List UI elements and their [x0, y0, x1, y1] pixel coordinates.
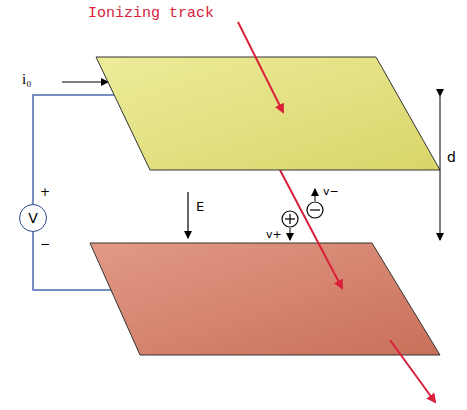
- top-plate: [96, 57, 440, 170]
- positive-ion: [282, 211, 298, 227]
- electron: [307, 202, 323, 218]
- bottom-plate: [90, 243, 440, 355]
- positive-ion-sign: [289, 214, 290, 224]
- wire-top: [33, 95, 118, 204]
- terminal-plus: +: [40, 186, 50, 198]
- voltage-source: V: [19, 204, 47, 232]
- current-label: i₀: [22, 72, 31, 87]
- terminal-minus: −: [40, 238, 50, 250]
- field-arrow: [187, 192, 188, 238]
- ion-velocity-label: v+: [266, 229, 282, 240]
- gap-label: d: [447, 150, 456, 164]
- track-top: [238, 22, 283, 112]
- current-arrow: [62, 81, 108, 82]
- electron-sign: [310, 209, 320, 210]
- track-label: Ionizing track: [88, 6, 214, 21]
- ion-velocity: [290, 228, 291, 240]
- gap-dimension: [440, 96, 441, 240]
- track-bottom: [390, 340, 435, 402]
- field-label: E: [196, 200, 204, 213]
- electron-velocity-label: v−: [323, 186, 339, 197]
- source-label: V: [28, 210, 38, 226]
- track-middle: [280, 170, 342, 288]
- electron-velocity: [315, 189, 316, 201]
